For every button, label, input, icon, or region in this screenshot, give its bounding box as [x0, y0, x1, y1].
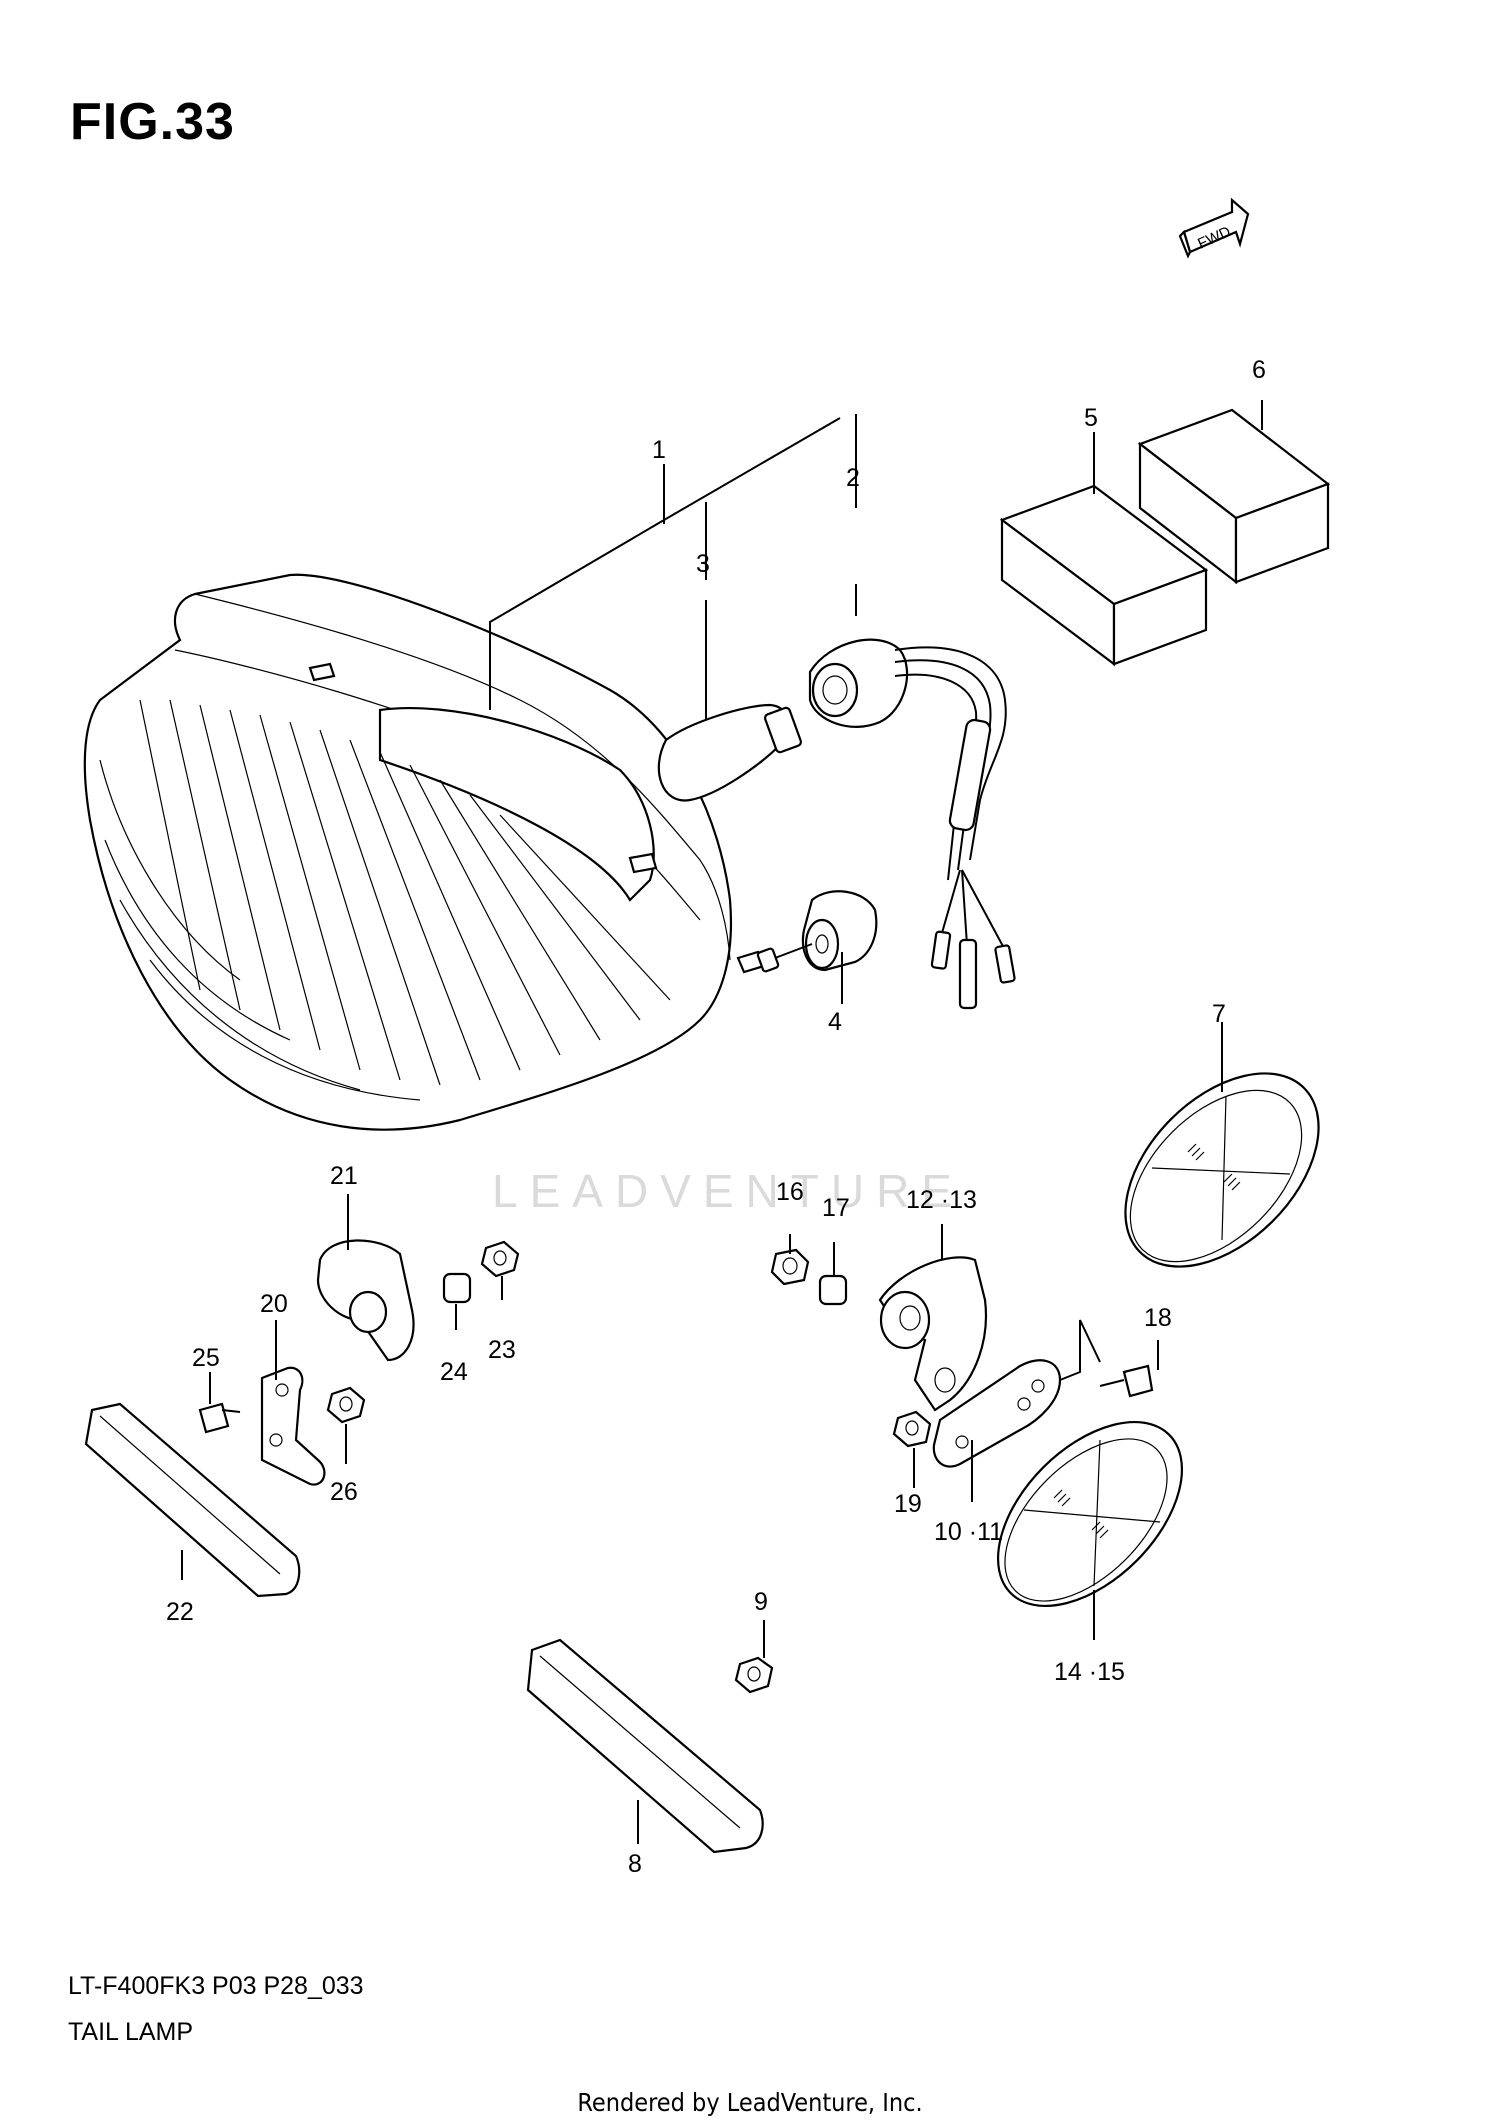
clamp-21 — [316, 1239, 415, 1362]
callout-22: 22 — [166, 1598, 194, 1626]
callout-16: 16 — [776, 1178, 804, 1206]
callout-26: 26 — [330, 1478, 358, 1506]
callout-4: 4 — [828, 1008, 842, 1036]
callout-10-11: 10 ·11 — [934, 1518, 1003, 1546]
reflector-22 — [84, 1402, 301, 1598]
callout-18: 18 — [1144, 1304, 1172, 1332]
screw-18 — [1099, 1364, 1154, 1398]
callout-14-15: 14 ·15 — [1054, 1658, 1125, 1686]
nut-19 — [892, 1410, 932, 1448]
box-part-5 — [999, 484, 1209, 667]
callout-8: 8 — [628, 1850, 642, 1878]
grommet — [756, 890, 878, 973]
collar-24 — [442, 1272, 472, 1304]
round-lens-14-15 — [996, 1420, 1184, 1608]
watermark-text: LEADVENTURE — [492, 1165, 964, 1217]
nut-9 — [734, 1656, 774, 1694]
callout-17: 17 — [822, 1194, 850, 1222]
round-lens-7 — [1124, 1072, 1320, 1268]
screw-25 — [198, 1402, 241, 1434]
callout-5: 5 — [1084, 404, 1098, 432]
diagram-caption: TAIL LAMP — [68, 2018, 194, 2046]
callout-2: 2 — [846, 464, 860, 492]
callout-23: 23 — [488, 1336, 516, 1364]
callout-7: 7 — [1212, 1000, 1226, 1028]
bulb — [657, 703, 803, 802]
nut-26 — [326, 1386, 366, 1424]
tail-lamp-housing — [83, 573, 766, 1131]
callout-19: 19 — [894, 1490, 922, 1518]
bracket-12-13 — [878, 1256, 987, 1412]
figure-title: FIG.33 — [70, 93, 235, 151]
reflector-8 — [526, 1638, 764, 1854]
callout-24: 24 — [440, 1358, 468, 1386]
render-credit: Rendered by LeadVenture, Inc. — [577, 2088, 923, 2117]
callout-25: 25 — [192, 1344, 220, 1372]
fwd-arrow-icon: FWD — [1178, 197, 1250, 259]
nut-16 — [770, 1248, 810, 1286]
callout-21: 21 — [330, 1162, 358, 1190]
callout-3: 3 — [696, 550, 710, 578]
box-part-6 — [1137, 408, 1331, 585]
collar-17 — [818, 1274, 848, 1306]
nut-23 — [480, 1240, 520, 1278]
callout-12-13: 12 ·13 — [906, 1186, 977, 1214]
callout-20: 20 — [260, 1290, 288, 1318]
callout-6: 6 — [1252, 356, 1266, 384]
callout-1: 1 — [652, 436, 666, 464]
plate-10-11 — [932, 1359, 1062, 1468]
socket-harness — [808, 638, 1016, 1010]
callout-9: 9 — [754, 1588, 768, 1616]
leader-lines — [181, 400, 1263, 1844]
bracket-20 — [260, 1366, 326, 1486]
diagram-code: LT-F400FK3 P03 P28_033 — [68, 1972, 364, 2000]
